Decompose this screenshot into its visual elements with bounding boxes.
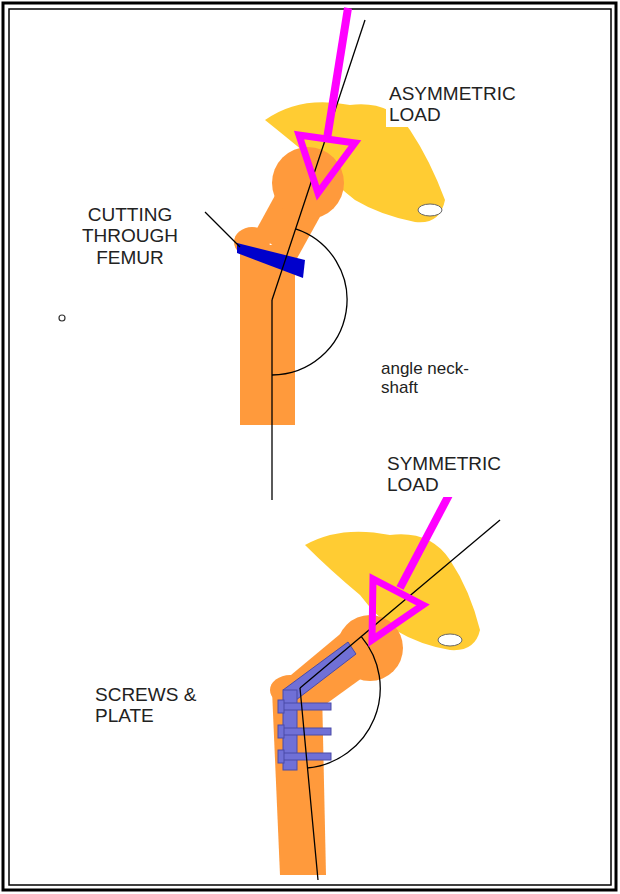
screw	[283, 728, 331, 735]
pelvis-foramen	[418, 204, 442, 216]
load-arrow-head	[299, 135, 355, 193]
shaft-axis	[300, 688, 318, 880]
screw-head	[278, 700, 284, 713]
pelvis-foramen	[438, 634, 462, 646]
part-label: SCREWS & PLATE	[92, 683, 210, 728]
part-label: CUTTING THROUGH FEMUR	[62, 203, 198, 269]
screw-head	[278, 725, 284, 738]
angle-arc	[307, 637, 380, 768]
inner-frame	[9, 9, 611, 885]
femur-shaft	[240, 245, 295, 425]
small-dot	[59, 315, 65, 321]
neck-axis	[272, 20, 365, 300]
outer-frame	[3, 3, 616, 890]
femur	[270, 615, 403, 875]
load-label: ASYMMETRIC LOAD	[386, 82, 536, 127]
load-label: SYMMETRIC LOAD	[384, 452, 524, 497]
angle-arc	[272, 229, 347, 375]
screws-and-plate	[278, 642, 356, 770]
screw	[283, 703, 331, 710]
load-arrow-head	[372, 579, 423, 640]
leader-line	[205, 212, 240, 247]
femur	[234, 147, 344, 425]
screw-head	[278, 750, 284, 763]
angle-label: angle neck-shaft	[378, 358, 498, 398]
shaft-axis	[271, 300, 272, 500]
femur-shaft	[272, 690, 326, 875]
osteotomy-wedge	[237, 243, 305, 278]
load-arrow-shaft	[327, 8, 348, 139]
neck-axis	[300, 520, 500, 688]
